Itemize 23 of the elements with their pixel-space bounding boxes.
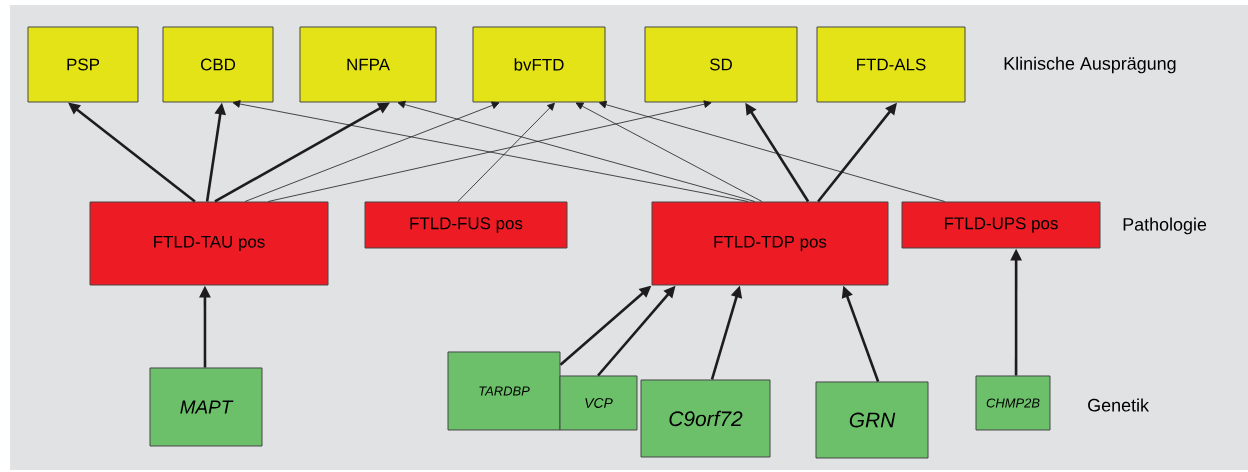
symptom-box: NFPA — [299, 26, 437, 103]
level-label: Genetik — [1088, 398, 1150, 412]
arrow — [457, 102, 555, 202]
gene-box: C9orf72 — [640, 379, 771, 458]
arrow — [397, 100, 756, 202]
gene-box: GRN — [815, 381, 929, 459]
symptom-box: PSP — [27, 26, 139, 103]
pathology-box: FTLD-TDP pos — [651, 201, 889, 286]
pathology-box: FTLD-FUS pos — [364, 201, 568, 249]
gene-box: VCP — [559, 375, 638, 431]
arrow — [575, 102, 763, 202]
level-label: Klinische Ausprägung — [1004, 56, 1176, 74]
pathology-box: FTLD-TAU pos — [89, 201, 329, 286]
symptom-box: FTD-ALS — [816, 26, 966, 103]
arrow — [244, 101, 500, 202]
symptom-box: SD — [644, 26, 798, 103]
symptom-box: CBD — [162, 26, 274, 103]
pathology-box: FTLD-UPS pos — [901, 201, 1101, 249]
level-label: Pathologie — [1123, 217, 1207, 235]
arrow — [598, 100, 946, 202]
gene-box: MAPT — [149, 367, 263, 447]
symptom-box: bvFTD — [472, 26, 606, 103]
gene-box: CHMP2B — [975, 375, 1051, 431]
